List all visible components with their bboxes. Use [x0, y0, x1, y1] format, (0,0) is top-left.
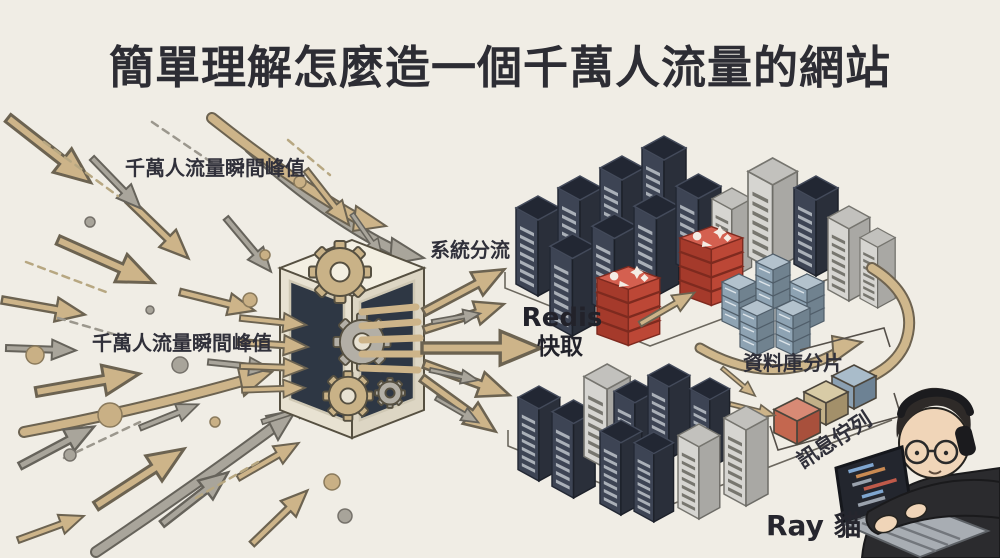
- label-cache: 快取: [537, 334, 583, 360]
- server-tower-icon: [723, 405, 769, 507]
- cube-icon: [772, 397, 823, 446]
- server-tower-icon: [677, 423, 721, 520]
- label-traffic-peak-top: 千萬人流量瞬間峰值: [125, 156, 305, 180]
- gear-icon: [322, 370, 374, 422]
- message-queue: [727, 262, 916, 451]
- signature: Ray 貓: [766, 509, 862, 542]
- code-on-screen: [848, 462, 898, 508]
- redis-stack-icon: [596, 264, 661, 347]
- db-shard-stack-icon: [755, 253, 791, 310]
- label-db-shard: 資料庫分片: [743, 351, 843, 375]
- developer-with-laptop-icon: [834, 387, 1000, 558]
- db-shard-stack-icon: [739, 299, 775, 356]
- db-shard-stack-icon: [775, 299, 811, 356]
- app-server-cluster-bottom: [507, 363, 893, 523]
- cube-icon: [802, 380, 850, 427]
- gear-icon: [374, 377, 406, 409]
- page-title: 簡單理解怎麼造一個千萬人流量的網站: [109, 41, 891, 94]
- server-tower-icon: [633, 431, 675, 523]
- hand: [904, 502, 928, 520]
- redis-cache: [596, 224, 865, 375]
- headphones-icon: [897, 388, 974, 418]
- incoming-traffic-arrows: [0, 104, 427, 558]
- gear-icon: [308, 240, 372, 304]
- label-redis: Redis: [522, 303, 603, 333]
- hand: [873, 514, 899, 534]
- label-system-split: 系統分流: [430, 238, 510, 262]
- label-traffic-peak-mid: 千萬人流量瞬間峰值: [92, 331, 272, 355]
- fanout-arrows: [358, 256, 543, 444]
